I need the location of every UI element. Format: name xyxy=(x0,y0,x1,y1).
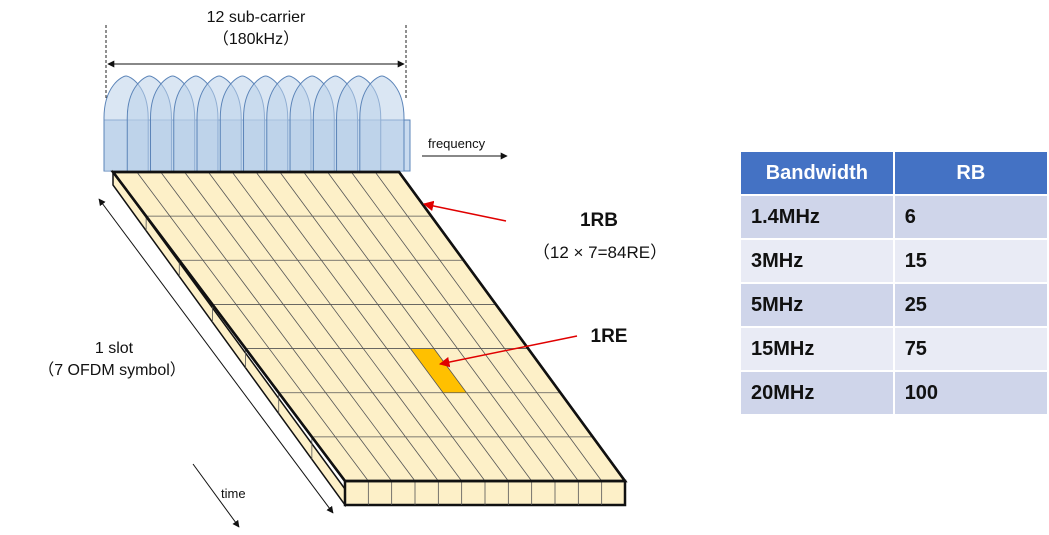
cell-rb: 75 xyxy=(892,326,1049,372)
table-header-row: Bandwidth RB xyxy=(739,150,1049,196)
cell-bandwidth: 20MHz xyxy=(739,370,895,416)
slot-label: 1 slot xyxy=(94,340,134,357)
grid-front-cells xyxy=(367,481,603,505)
frequency-label: frequency xyxy=(428,136,486,151)
rb-formula: （12 × 7=84RE） xyxy=(532,243,668,262)
bandwidth-rb-table: Bandwidth RB 1.4MHz 6 3MHz 15 5MHz 25 15… xyxy=(739,150,1049,416)
cell-rb: 15 xyxy=(892,238,1049,284)
rb-label: 1RB xyxy=(579,210,618,231)
grid-subcarrier-line xyxy=(351,171,579,482)
grid-subcarrier-line xyxy=(374,171,602,482)
cell-rb: 25 xyxy=(892,282,1049,328)
table-row: 5MHz 25 xyxy=(739,282,1049,328)
subcarrier-label: 12 sub-carrier xyxy=(206,9,306,26)
grid-subcarrier-line xyxy=(327,171,556,482)
time-label: time xyxy=(221,486,246,501)
time-arrow xyxy=(192,463,240,528)
cell-rb: 100 xyxy=(892,370,1049,416)
subcarrier-lobe xyxy=(359,75,405,171)
cell-rb: 6 xyxy=(892,194,1049,240)
slot-arrow xyxy=(98,198,334,514)
re-label: 1RE xyxy=(590,326,628,347)
resource-grid-top xyxy=(110,170,628,483)
subcarrier-lobes xyxy=(103,75,405,171)
cell-bandwidth: 1.4MHz xyxy=(739,194,895,240)
subcarrier-spectrum xyxy=(103,75,411,172)
header-rb: RB xyxy=(892,150,1049,196)
table-row: 1.4MHz 6 xyxy=(739,194,1049,240)
re-pointer-arrow xyxy=(438,335,578,368)
cell-bandwidth: 3MHz xyxy=(739,238,895,284)
subcarrier-bandwidth: （180kHz） xyxy=(212,31,300,48)
cell-bandwidth: 15MHz xyxy=(739,326,895,372)
table-row: 20MHz 100 xyxy=(739,370,1049,416)
grid-subcarrier-line xyxy=(303,171,532,482)
header-bandwidth: Bandwidth xyxy=(739,150,895,196)
cell-bandwidth: 5MHz xyxy=(739,282,895,328)
table-row: 3MHz 15 xyxy=(739,238,1049,284)
resource-element-highlight xyxy=(410,348,467,393)
table-row: 15MHz 75 xyxy=(739,326,1049,372)
slot-detail: （7 OFDM symbol） xyxy=(38,362,186,379)
rb-pointer-arrow xyxy=(422,200,507,222)
